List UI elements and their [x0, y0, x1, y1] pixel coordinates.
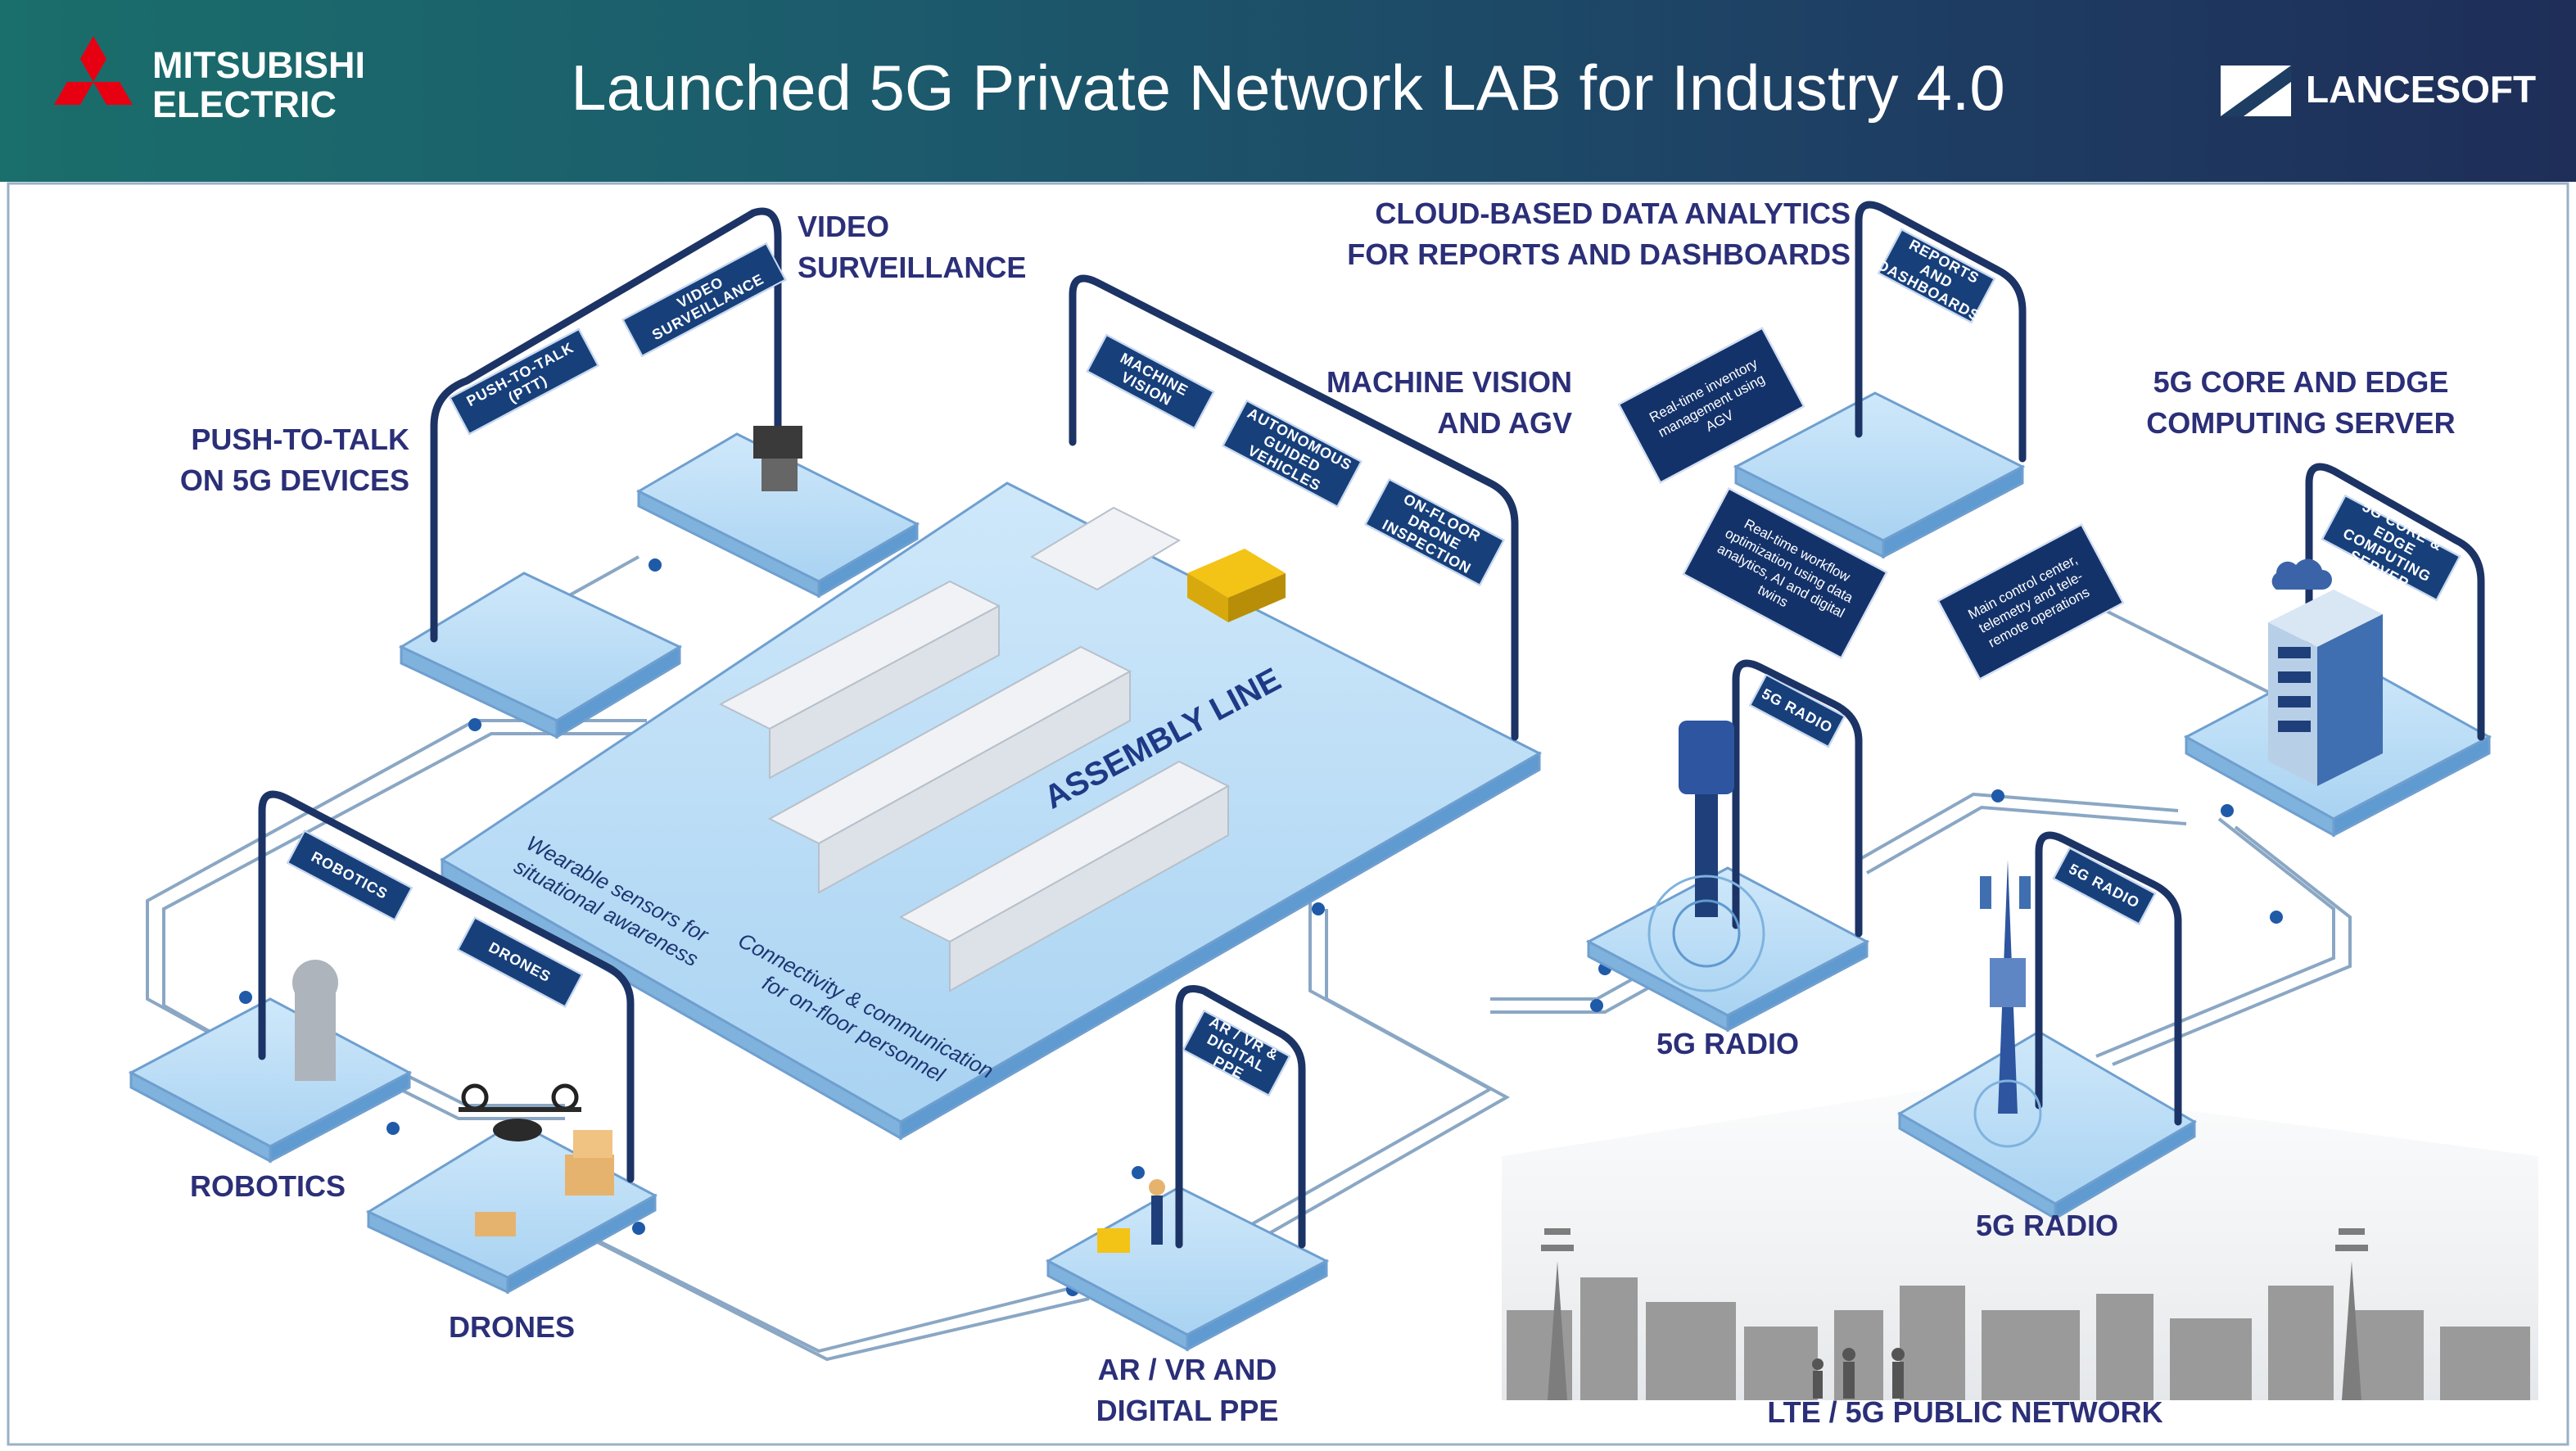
label-push-to-talk: PUSH-TO-TALK ON 5G DEVICES — [179, 423, 409, 497]
zone-arches — [258, 201, 2485, 1249]
5g-tower-icon — [1973, 860, 2042, 1148]
mitsubishi-logo-text: MITSUBISHI ELECTRIC — [152, 44, 366, 125]
lancesoft-logo-icon — [2221, 66, 2291, 116]
network-links — [146, 555, 2352, 1362]
label-machine-vision: MACHINE VISION AND AGV — [1326, 365, 1572, 440]
diagram-border — [7, 182, 2569, 1446]
label-ar-vr: AR / VR AND DIGITAL PPE — [1096, 1353, 1279, 1427]
5g-radio-antenna-icon — [1647, 721, 1765, 992]
boxes-icon — [475, 1130, 614, 1236]
drone-icon — [459, 1083, 581, 1141]
label-video-surveillance: VIDEO SURVEILLANCE — [798, 210, 1027, 284]
label-5g-radio-1: 5G RADIO — [1656, 1027, 1800, 1060]
label-5g-core: 5G CORE AND EDGE COMPUTING SERVER — [2146, 365, 2456, 440]
lancesoft-logo-text: LANCESOFT — [2306, 68, 2537, 111]
page-title: Launched 5G Private Network LAB for Indu… — [571, 52, 2005, 124]
label-cloud-analytics: CLOUD-BASED DATA ANALYTICS FOR REPORTS A… — [1347, 197, 1851, 271]
network-diagram — [7, 182, 2569, 1446]
label-drones: DRONES — [449, 1310, 576, 1344]
assembly-line-machines — [718, 506, 1231, 992]
platform-tiles — [128, 391, 2492, 1352]
mitsubishi-logo-icon — [54, 36, 133, 105]
label-public-network: LTE / 5G PUBLIC NETWORK — [1767, 1395, 2163, 1429]
robot-arm-icon — [292, 960, 338, 1081]
public-network-scene — [1502, 1089, 2538, 1400]
ar-vr-worker-icon — [1097, 1179, 1165, 1253]
server-rack-icon — [2268, 558, 2383, 786]
label-robotics: ROBOTICS — [190, 1169, 346, 1203]
agv-robot-icon — [1187, 549, 1286, 622]
header-bar: MITSUBISHI ELECTRIC Launched 5G Private … — [0, 0, 2576, 182]
workstation-icon — [753, 426, 802, 491]
label-5g-radio-2: 5G RADIO — [1975, 1209, 2119, 1242]
